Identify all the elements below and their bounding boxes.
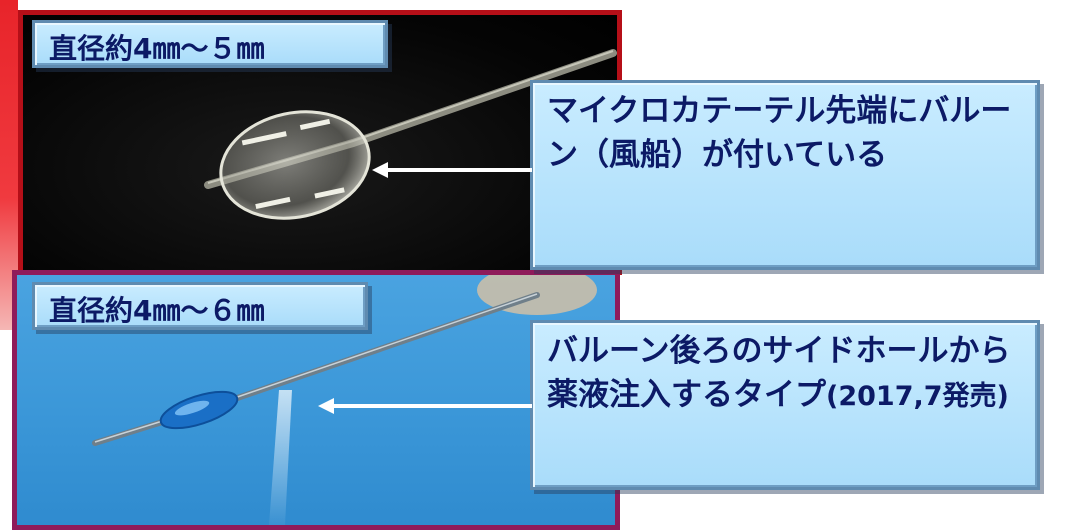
sidehole-catheter-illustration <box>92 275 597 525</box>
bottom-description-box: バルーン後ろのサイドホールから薬液注入するタイプ(2017,7発売) <box>530 320 1040 490</box>
release-date-note: (2017,7発売) <box>826 381 1009 412</box>
top-diameter-label: 直径約4㎜～５㎜ <box>32 20 388 68</box>
left-accent-bar <box>0 0 18 330</box>
top-description-box: マイクロカテーテル先端にバルーン（風船）が付いている <box>530 80 1040 270</box>
top-pointer-arrow <box>372 162 532 178</box>
bottom-diameter-label: 直径約4㎜～６㎜ <box>32 282 368 330</box>
bottom-description-text: バルーン後ろのサイドホールから薬液注入するタイプ <box>547 333 1011 413</box>
bottom-pointer-arrow <box>318 398 532 414</box>
balloon-catheter-illustration <box>204 49 617 220</box>
